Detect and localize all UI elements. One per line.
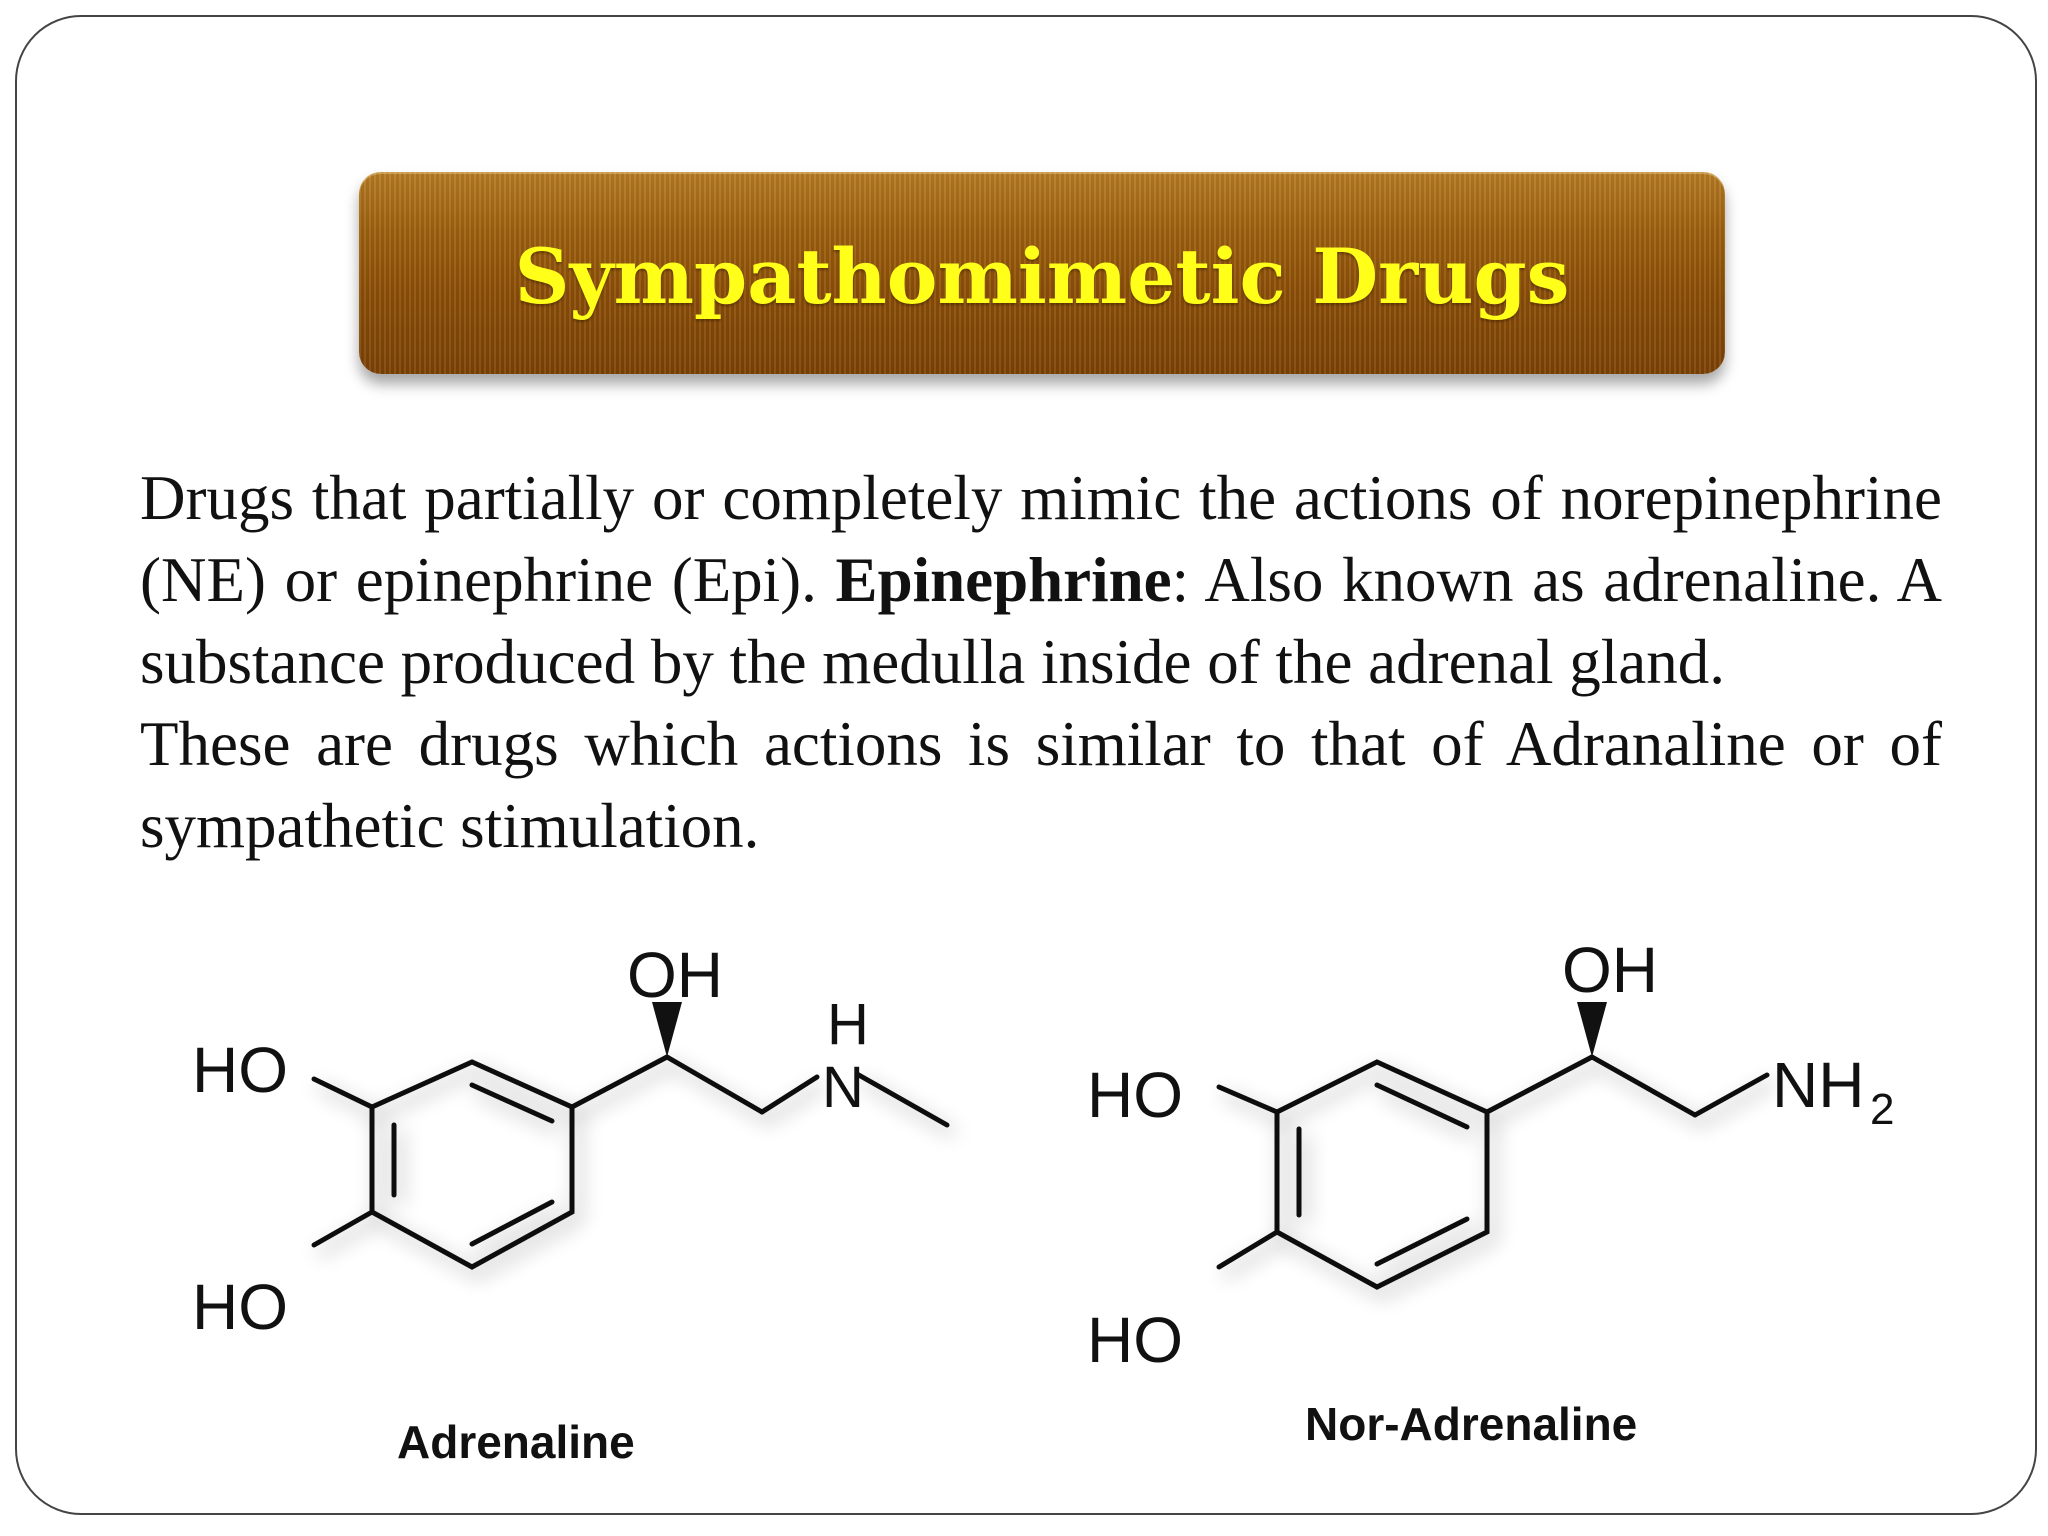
- paragraph-1-start: Drugs that partially or completely mimic…: [140, 463, 1942, 615]
- noradrenaline-bond-chain-2: [1589, 1054, 1698, 1118]
- adrenaline-ring-inner-top: [469, 1082, 555, 1124]
- adrenaline-bond-methyl: [854, 1071, 950, 1128]
- adrenaline-ring-inner-bottom: [469, 1199, 555, 1247]
- adrenaline-bond-chain-2: [664, 1054, 765, 1115]
- noradrenaline-bond-chain-3: [1692, 1072, 1770, 1118]
- adrenaline-nh-h: H: [827, 992, 869, 1057]
- noradrenaline-wedge: [1577, 1002, 1607, 1057]
- adrenaline-oh: OH: [627, 947, 723, 1011]
- title-banner: Sympathomimetic Drugs: [359, 172, 1725, 374]
- slide-frame: Sympathomimetic Drugs Drugs that partial…: [15, 15, 2037, 1515]
- noradrenaline-ring: [1274, 1059, 1490, 1290]
- paragraph-1: Drugs that partially or completely mimic…: [140, 457, 1942, 703]
- noradrenaline-label: Nor-Adrenaline: [1305, 1398, 1638, 1450]
- adrenaline-ho-top: HO: [192, 1034, 288, 1106]
- noradrenaline-bond-chain-1: [1484, 1054, 1595, 1115]
- noradrenaline-nh-subscript: 2: [1870, 1085, 1894, 1134]
- paragraph-2: These are drugs which actions is similar…: [140, 709, 1942, 861]
- noradrenaline-ring-inner-bottom: [1374, 1216, 1470, 1267]
- noradrenaline-nh: NH: [1772, 1049, 1864, 1121]
- adrenaline-bond-chain-1: [569, 1054, 670, 1110]
- adrenaline-structure: HO HO OH H N: [192, 947, 950, 1343]
- noradrenaline-ring-inner-top: [1374, 1082, 1470, 1130]
- noradrenaline-bond-ho-top: [1216, 1084, 1280, 1115]
- body-text: Drugs that partially or completely mimic…: [140, 457, 1942, 867]
- slide-title: Sympathomimetic Drugs: [514, 231, 1570, 321]
- noradrenaline-bond-ho-bottom: [1216, 1229, 1280, 1270]
- adrenaline-bond-ho-top: [311, 1076, 375, 1110]
- adrenaline-nh-n: N: [822, 1055, 864, 1120]
- paragraph-1-end: : Also known as adrenaline. A substance …: [140, 545, 1942, 697]
- adrenaline-ring: [369, 1059, 575, 1270]
- adrenaline-bond-ho-bottom: [311, 1209, 375, 1248]
- adrenaline-label: Adrenaline: [397, 1416, 635, 1468]
- noradrenaline-structure: HO HO OH NH 2: [1087, 934, 1894, 1376]
- adrenaline-wedge: [652, 1002, 682, 1057]
- adrenaline-ho-bottom: HO: [192, 1271, 288, 1343]
- paragraph-1-bold: Epinephrine: [835, 545, 1172, 615]
- noradrenaline-ho-top: HO: [1087, 1059, 1183, 1131]
- noradrenaline-oh: OH: [1562, 934, 1658, 1006]
- adrenaline-bond-chain-3: [759, 1074, 820, 1115]
- noradrenaline-ho-bottom: HO: [1087, 1304, 1183, 1376]
